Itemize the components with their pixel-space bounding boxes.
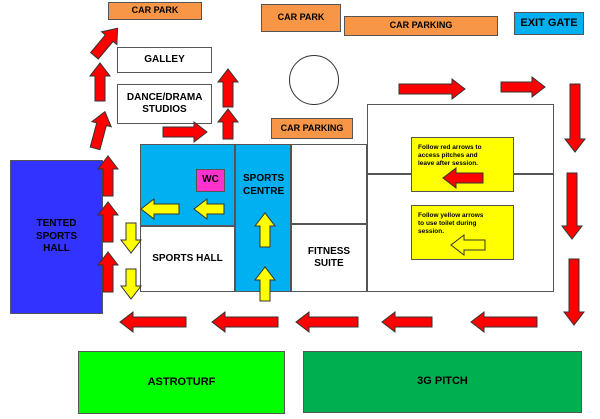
yellow-arrow-icon <box>119 222 143 254</box>
red-arrow-icon <box>470 310 538 334</box>
exit-gate: EXIT GATE <box>514 12 584 35</box>
red-arrow-icon <box>381 310 433 334</box>
yellow-arrow-icon <box>193 197 225 221</box>
red-arrow-icon <box>216 108 240 140</box>
yellow-arrow-icon <box>253 266 277 302</box>
roundabout-circle <box>289 55 339 105</box>
yellow-arrow-icon <box>253 212 277 248</box>
sports-centre-label: SPORTS CENTRE <box>243 173 285 197</box>
building-top-white <box>291 144 367 224</box>
red-arrow-icon <box>562 258 586 326</box>
red-arrow-icon <box>216 68 240 108</box>
car-parking-top: CAR PARKING <box>344 16 498 36</box>
galley: GALLEY <box>117 47 212 73</box>
red-arrow-note-text: Follow red arrows to access pitches and … <box>418 144 482 168</box>
car-parking-mid: CAR PARKING <box>271 118 353 139</box>
red-arrow-icon <box>560 172 584 240</box>
red-arrow-icon <box>295 310 359 334</box>
yellow-arrow-icon <box>450 233 486 257</box>
fitness-suite: FITNESS SUITE <box>291 224 367 292</box>
car-park-top-center: CAR PARK <box>261 4 341 32</box>
red-arrow-icon <box>500 75 546 99</box>
yellow-arrow-icon <box>119 268 143 300</box>
red-arrow-icon <box>398 77 466 101</box>
red-arrow-icon <box>563 83 587 153</box>
3g-pitch: 3G PITCH <box>303 351 582 413</box>
red-arrow-icon <box>88 62 112 102</box>
red-arrow-icon <box>96 155 120 197</box>
wc-room: WC <box>196 169 225 192</box>
red-arrow-icon <box>442 166 484 190</box>
red-arrow-icon <box>162 120 208 144</box>
red-arrow-note: Follow red arrows to access pitches and … <box>411 137 514 192</box>
red-arrow-icon <box>89 110 113 151</box>
car-park-top-left: CAR PARK <box>108 2 202 20</box>
red-arrow-icon <box>211 310 279 334</box>
tented-sports-hall: TENTED SPORTS HALL <box>10 160 103 314</box>
red-arrow-icon <box>96 251 120 293</box>
dance-drama-studios: DANCE/DRAMA STUDIOS <box>117 84 212 124</box>
red-arrow-icon <box>89 27 119 60</box>
red-arrow-icon <box>96 201 120 243</box>
yellow-arrow-note-text: Follow yellow arrows to use toilet durin… <box>418 212 484 236</box>
yellow-arrow-icon <box>140 197 180 221</box>
astroturf: ASTROTURF <box>78 351 285 414</box>
red-arrow-icon <box>119 310 187 334</box>
sports-hall: SPORTS HALL <box>140 226 235 292</box>
